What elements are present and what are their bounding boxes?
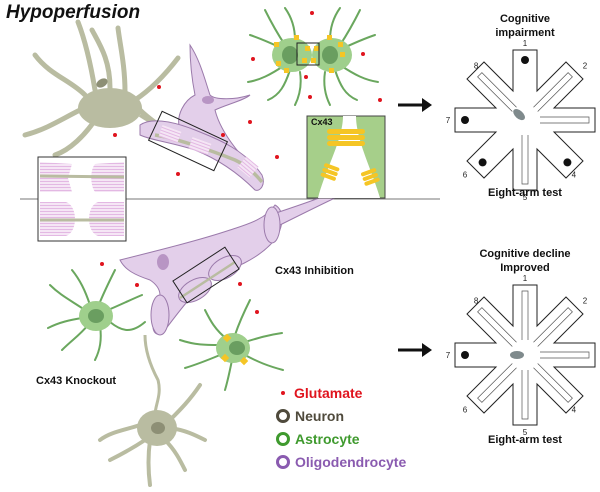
mouse-icon [510,351,524,359]
legend-label: Glutamate [294,385,362,401]
cx43-knockout-label: Cx43 Knockout [36,375,116,387]
maze-outline [455,50,595,190]
oligodendrocyte-top [140,45,263,190]
cx43-inhibition-label: Cx43 Inhibition [275,265,354,277]
maze-arm-number: 2 [583,297,588,306]
outcome-caption-bottom: Eight-arm test [472,433,578,447]
maze-arm-number: 1 [523,39,528,48]
legend-item-neuron: Neuron [276,408,344,424]
outcome-heading-top-line1: Cognitive [472,12,578,26]
neuron-bottom [100,335,205,485]
maze-arm-number: 1 [523,274,528,283]
glutamate-dot-icon [281,391,285,395]
food-pellet-dot [521,56,529,64]
neuron-ring-icon [276,409,290,423]
cx43-gap-junction-inset [307,116,385,198]
astrocyte-knockout [48,270,145,360]
outcome-caption-top: Eight-arm test [472,186,578,200]
eight-arm-maze-top: 12345678 [446,39,600,202]
figure-title: Hypoperfusion [6,2,140,24]
outcome-heading-bottom: Cognitive decline Improved [462,247,588,275]
cx43-inset-label: Cx43 [311,117,333,127]
myelin-zoom-inset [38,157,126,241]
outcome-heading-top-line2: impairment [472,26,578,40]
food-pellet-dot [563,158,571,166]
legend-label: Neuron [295,408,344,424]
maze-arm-number: 6 [463,405,468,414]
maze-arm-number: 4 [572,170,577,179]
oligodendrocyte-bottom [120,185,352,335]
legend-item-astrocyte: Astrocyte [276,431,360,447]
outcome-heading-bottom-line1: Cognitive decline [462,247,588,261]
maze-arm-number: 4 [572,405,577,414]
arrow-bottom [398,343,432,357]
legend-label: Oligodendrocyte [295,454,406,470]
oligodendrocyte-ring-icon [276,455,290,469]
maze-outline [455,285,595,425]
maze-arm-number: 8 [474,297,479,306]
food-pellet-dot [461,116,469,124]
food-pellet-dot [461,351,469,359]
outcome-heading-top: Cognitive impairment [472,12,578,40]
maze-arm-number: 2 [583,62,588,71]
food-pellet-dot [479,158,487,166]
legend-item-oligodendrocyte: Oligodendrocyte [276,454,406,470]
eight-arm-maze-bottom: 12345678 [446,274,600,437]
maze-arm-number: 7 [446,351,451,360]
legend-item-glutamate: Glutamate [276,385,362,401]
arrow-top [398,98,432,112]
maze-arm-number: 8 [474,62,479,71]
outcome-heading-bottom-line2: Improved [462,261,588,275]
maze-arm-number: 6 [463,170,468,179]
maze-arm-number: 7 [446,116,451,125]
legend-label: Astrocyte [295,431,360,447]
astrocyte-cells-top [272,35,352,73]
astrocyte-inhibition [180,300,283,390]
astrocyte-ring-icon [276,432,290,446]
